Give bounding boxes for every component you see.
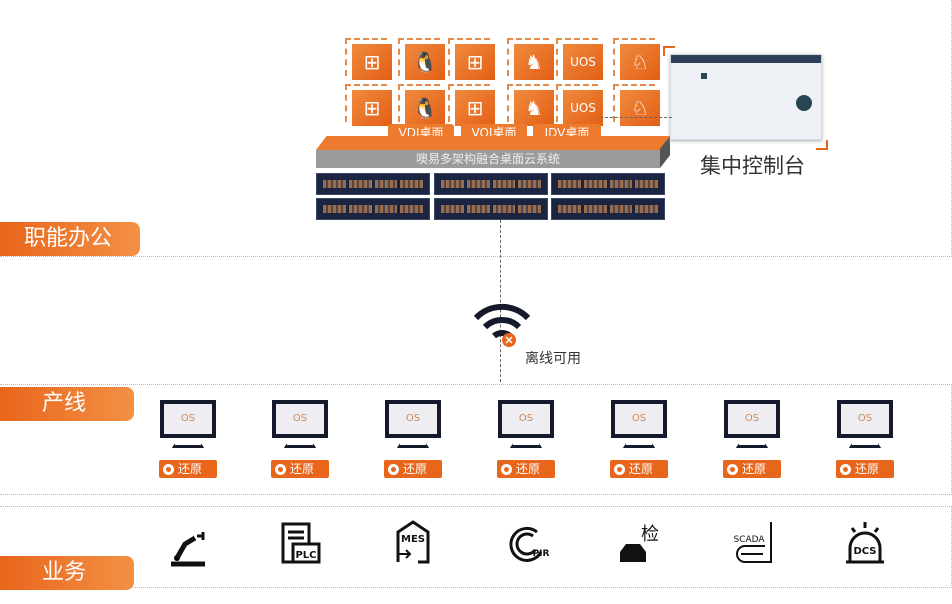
section-label-office: 职能办公 (0, 222, 140, 256)
vertical-link (500, 220, 501, 382)
restore-button[interactable]: 还原 (836, 460, 894, 478)
terminal-monitor: OS (160, 400, 216, 448)
pir-icon: PIR (509, 526, 550, 562)
os-tile-windows-10-icon: ⊞ (448, 38, 495, 80)
line-section (0, 384, 952, 495)
console-screenshot (670, 54, 822, 140)
restore-label: 还原 (516, 462, 541, 476)
mes-label: MES (401, 534, 425, 545)
os-tile-deepin-icon: ♘ (613, 38, 660, 80)
console-label: 集中控制台 (700, 154, 805, 178)
monitor-screen: OS (837, 400, 893, 438)
terminal-monitor: OS (611, 400, 667, 448)
os-tile-windows-7-icon: ⊞ (345, 84, 392, 126)
plc-label: PLC (295, 550, 316, 561)
monitor-stand (623, 438, 655, 448)
plc-icon: PLC (281, 522, 321, 564)
restore-button[interactable]: 还原 (610, 460, 668, 478)
monitor-screen: OS (160, 400, 216, 438)
os-tile-kylin-icon: ♞ (507, 84, 554, 126)
restore-icon (840, 463, 851, 475)
terminal-monitor: OS (724, 400, 780, 448)
platform-top (316, 136, 670, 150)
restore-label: 还原 (855, 462, 880, 476)
monitor-screen: OS (385, 400, 441, 438)
os-tile-UOS-icon: UOS (556, 84, 603, 126)
os-tile-deepin-icon: ♘ (613, 84, 660, 126)
monitor-stand (849, 438, 881, 448)
restore-button[interactable]: 还原 (497, 460, 555, 478)
monitor-screen: OS (611, 400, 667, 438)
restore-label: 还原 (290, 462, 315, 476)
server-rack (434, 198, 548, 220)
restore-label: 还原 (403, 462, 428, 476)
restore-button[interactable]: 还原 (159, 460, 217, 478)
scada-icon: SCADA (733, 522, 772, 563)
terminal-monitor: OS (272, 400, 328, 448)
restore-icon (275, 463, 286, 475)
os-tile-kylin-icon: ♞ (507, 38, 554, 80)
monitor-screen: OS (498, 400, 554, 438)
restore-icon (163, 463, 174, 475)
scada-label: SCADA (733, 535, 765, 545)
terminal-monitor: OS (837, 400, 893, 448)
monitor-stand (397, 438, 429, 448)
server-rack (316, 173, 430, 195)
restore-button[interactable]: 还原 (384, 460, 442, 478)
console-bracket-br (816, 140, 828, 150)
restore-button[interactable]: 还原 (271, 460, 329, 478)
car-inspection-label: 检 (641, 524, 659, 545)
dcs-label: DCS (853, 546, 876, 557)
restore-icon (388, 463, 399, 475)
robot-arm-icon (171, 532, 205, 567)
os-tile-linux-icon: 🐧 (398, 38, 445, 80)
restore-icon (727, 463, 738, 475)
monitor-stand (284, 438, 316, 448)
section-label-line: 产线 (0, 387, 134, 421)
terminal-monitor: OS (498, 400, 554, 448)
server-rack (316, 198, 430, 220)
monitor-stand (510, 438, 542, 448)
monitor-stand (736, 438, 768, 448)
restore-icon (614, 463, 625, 475)
car-inspection-icon: 检 (620, 524, 659, 562)
os-tile-UOS-icon: UOS (556, 38, 603, 80)
wifi-offline-icon (473, 303, 531, 347)
pir-label: PIR (533, 549, 550, 559)
mes-icon: MES (396, 520, 430, 564)
platform-side (660, 136, 670, 168)
server-rack (551, 198, 665, 220)
os-tile-windows-10-icon: ⊞ (448, 84, 495, 126)
restore-icon (501, 463, 512, 475)
offline-label: 离线可用 (525, 351, 581, 367)
platform-bar: 噢易多架构融合桌面云系统 (316, 150, 660, 168)
os-tile-windows-7-icon: ⊞ (345, 38, 392, 80)
restore-label: 还原 (629, 462, 654, 476)
business-section (0, 506, 952, 588)
restore-label: 还原 (742, 462, 767, 476)
monitor-stand (172, 438, 204, 448)
terminal-monitor: OS (385, 400, 441, 448)
server-rack (551, 173, 665, 195)
os-tile-linux-icon: 🐧 (398, 84, 445, 126)
restore-label: 还原 (178, 462, 203, 476)
section-label-business: 业务 (0, 556, 134, 590)
monitor-screen: OS (272, 400, 328, 438)
monitor-screen: OS (724, 400, 780, 438)
dcs-icon: DCS (846, 522, 884, 564)
console-bracket-tl (663, 46, 675, 56)
server-rack (434, 173, 548, 195)
dashed-link (600, 117, 672, 118)
restore-button[interactable]: 还原 (723, 460, 781, 478)
